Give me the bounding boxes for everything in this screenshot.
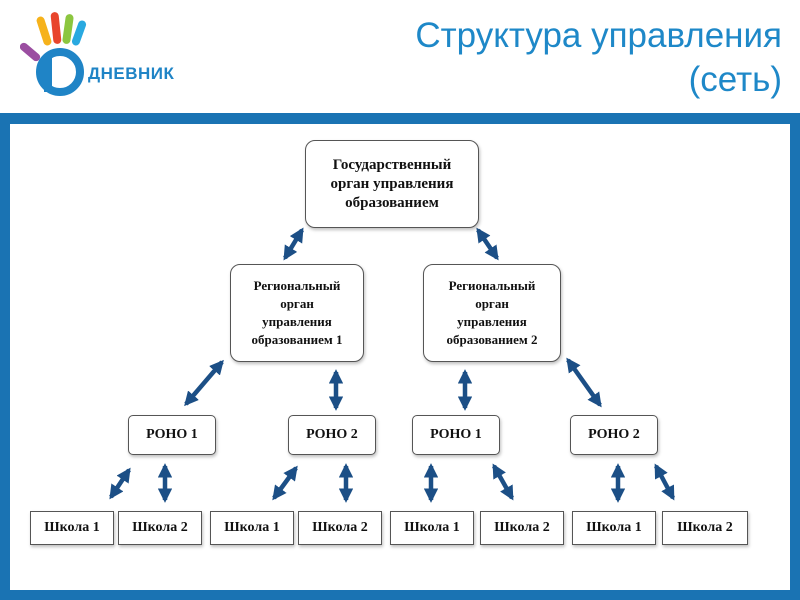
- state-node: Государственный орган управления образов…: [305, 140, 479, 228]
- regional-node-label: Региональный орган управления образовани…: [251, 278, 343, 347]
- rono-node-label: РОНО 1: [146, 427, 198, 442]
- title-line-2: (сеть): [688, 60, 782, 99]
- school-node-1: Школа 1: [30, 511, 114, 545]
- logo-text: ДНЕВНИК: [88, 64, 175, 83]
- rono-node-1: РОНО 1: [128, 415, 216, 455]
- title-line-1: Структура управления: [415, 16, 782, 55]
- state-node-label: Государственный орган управления образов…: [330, 156, 454, 211]
- school-node-label: Школа 2: [312, 520, 368, 535]
- rono-node-label: РОНО 1: [430, 427, 482, 442]
- dnevnik-logo: ДНЕВНИК: [19, 10, 200, 100]
- school-node-5: Школа 1: [390, 511, 474, 545]
- school-node-label: Школа 1: [44, 520, 100, 535]
- rono-node-label: РОНО 2: [306, 427, 358, 442]
- school-node-3: Школа 1: [210, 511, 294, 545]
- rono-node-4: РОНО 2: [570, 415, 658, 455]
- rono-node-2: РОНО 2: [288, 415, 376, 455]
- regional-node-label: Региональный орган управления образовани…: [446, 278, 538, 347]
- school-node-label: Школа 2: [494, 520, 550, 535]
- school-node-8: Школа 2: [662, 511, 748, 545]
- page-title: Структура управления (сеть): [415, 14, 782, 102]
- school-node-label: Школа 1: [224, 520, 280, 535]
- regional-node-1: Региональный орган управления образовани…: [230, 264, 364, 362]
- hand-icon: [19, 12, 87, 96]
- regional-node-2: Региональный орган управления образовани…: [423, 264, 561, 362]
- school-node-4: Школа 2: [298, 511, 382, 545]
- school-node-label: Школа 1: [404, 520, 460, 535]
- school-node-7: Школа 1: [572, 511, 656, 545]
- school-node-label: Школа 1: [586, 520, 642, 535]
- school-node-6: Школа 2: [480, 511, 564, 545]
- rono-node-3: РОНО 1: [412, 415, 500, 455]
- rono-node-label: РОНО 2: [588, 427, 640, 442]
- school-node-label: Школа 2: [677, 520, 733, 535]
- school-node-label: Школа 2: [132, 520, 188, 535]
- school-node-2: Школа 2: [118, 511, 202, 545]
